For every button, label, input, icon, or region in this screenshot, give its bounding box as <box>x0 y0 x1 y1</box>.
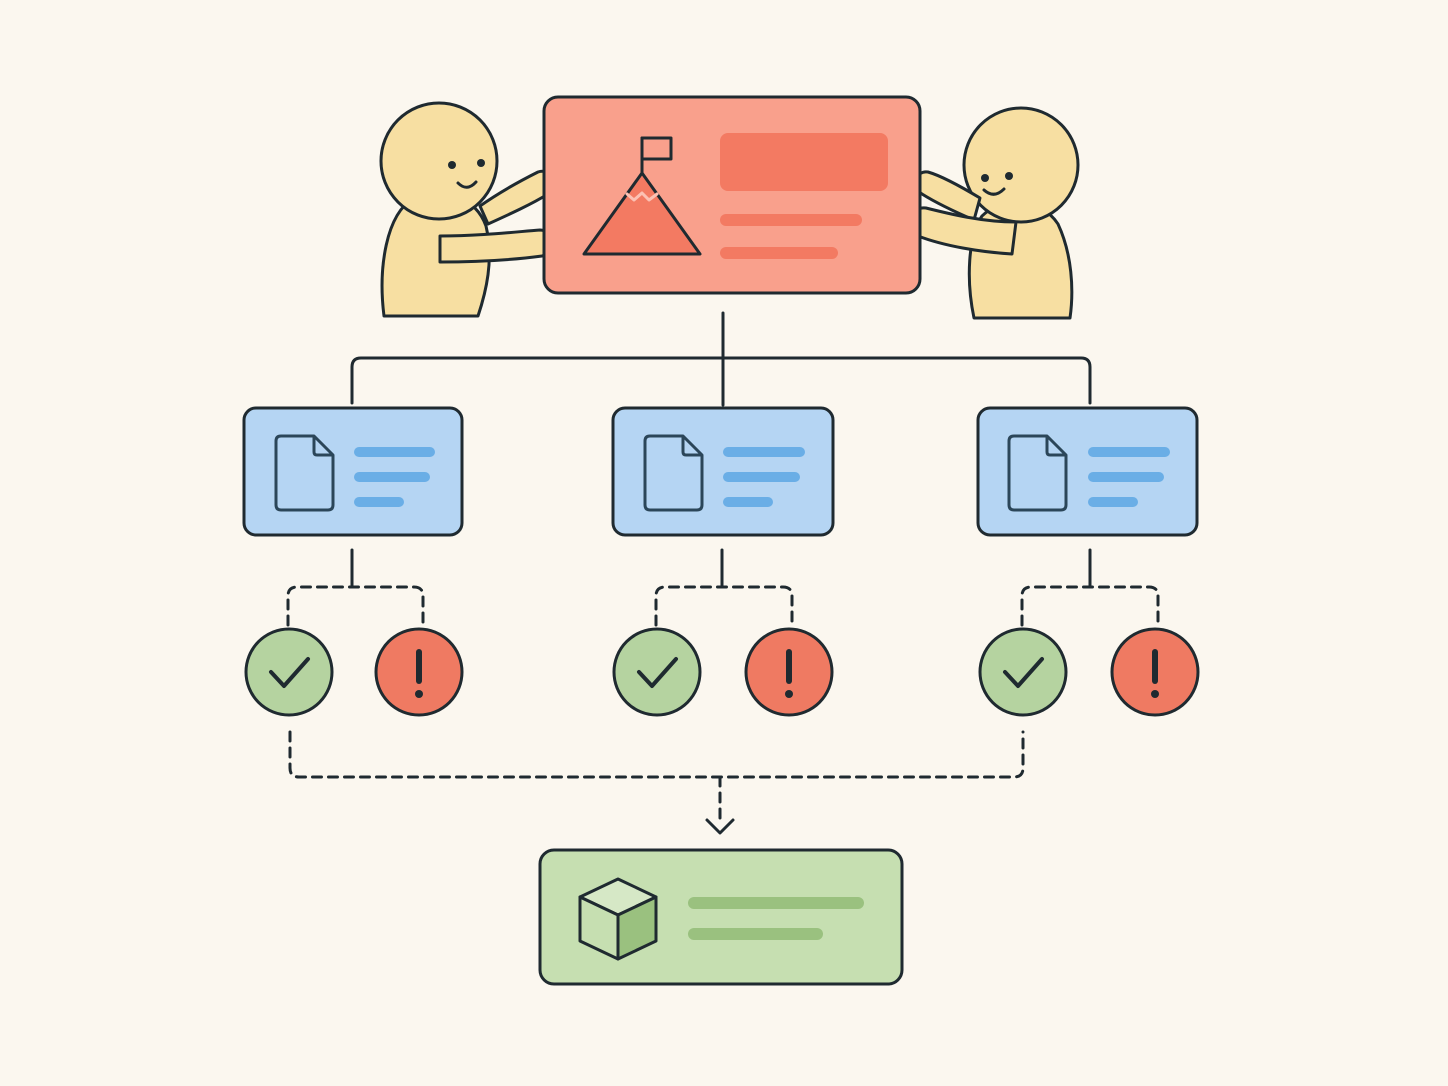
document-line-1 <box>354 447 435 457</box>
check-icon <box>637 657 678 688</box>
goal-text-line-1 <box>720 214 862 226</box>
person-left-smile <box>456 180 478 189</box>
person-right <box>908 106 1080 320</box>
outcome-pair-3 <box>978 627 1200 717</box>
document-line-3 <box>354 497 404 507</box>
document-line-2 <box>1088 472 1164 482</box>
exclamation-icon <box>1151 649 1159 698</box>
person-left-eye-1 <box>448 161 456 169</box>
cube-icon <box>578 877 658 961</box>
goal-to-docs-connector <box>350 311 1092 407</box>
check-icon <box>269 657 310 688</box>
document-card-box <box>611 406 835 537</box>
document-line-1 <box>1088 447 1170 457</box>
person-right-eye-1 <box>981 174 989 182</box>
document-card-box <box>242 406 464 537</box>
mountain-flag-icon <box>582 136 702 256</box>
document-icon <box>643 434 704 512</box>
merge-connector <box>288 730 1025 824</box>
goal-text-line-2 <box>720 247 838 259</box>
goal-card-box <box>542 95 922 295</box>
document-line-3 <box>723 497 773 507</box>
outcome-pair-1 <box>244 627 464 717</box>
document-line-1 <box>723 447 805 457</box>
result-text-line-2 <box>688 928 823 940</box>
document-card-2 <box>611 406 835 537</box>
result-card <box>538 848 904 986</box>
doc2-branch <box>654 585 794 627</box>
success-badge <box>244 627 334 717</box>
document-icon <box>274 434 335 512</box>
document-card-1 <box>242 406 464 537</box>
exclamation-icon <box>415 649 423 698</box>
doc1-branch <box>286 585 425 627</box>
goal-card <box>542 95 922 295</box>
person-left-arm-lower <box>438 228 553 264</box>
document-icon <box>1007 434 1068 512</box>
check-icon <box>1003 657 1044 688</box>
exclamation-icon <box>785 649 793 698</box>
document-line-2 <box>354 472 430 482</box>
person-left-head <box>379 101 499 221</box>
success-badge <box>612 627 702 717</box>
issue-badge <box>374 627 464 717</box>
mountain-shape <box>582 171 702 256</box>
mountain-snow <box>625 191 659 202</box>
person-left <box>379 101 554 318</box>
document-line-2 <box>723 472 800 482</box>
connectors <box>350 311 1092 589</box>
document-card-3 <box>976 406 1199 537</box>
result-text-line-1 <box>688 897 864 909</box>
doc3-branch <box>1020 585 1160 627</box>
arrow-down-icon <box>705 818 735 835</box>
person-right-smile <box>982 187 1006 196</box>
goal-title-bar <box>720 133 888 191</box>
outcome-pair-2 <box>612 627 834 717</box>
success-badge <box>978 627 1068 717</box>
flag <box>640 136 673 161</box>
issue-badge <box>1110 627 1200 717</box>
document-card-box <box>976 406 1199 537</box>
person-right-eye-2 <box>1005 172 1013 180</box>
dashed-connectors <box>286 585 1160 824</box>
person-right-head <box>962 106 1080 224</box>
person-left-eye-2 <box>477 159 485 167</box>
document-line-3 <box>1088 497 1138 507</box>
issue-badge <box>744 627 834 717</box>
